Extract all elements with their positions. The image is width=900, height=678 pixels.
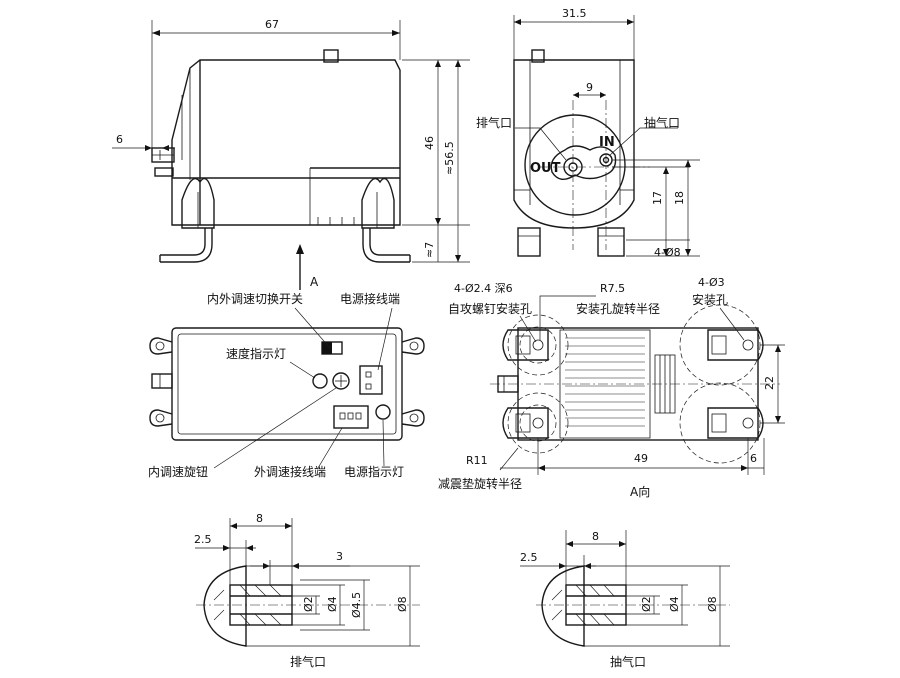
intake-d2: Ø2 [640,596,653,612]
intake-port-label: 抽气口 [644,115,680,130]
ext-terminal-label: 外调速接线端 [254,464,326,479]
in-label: IN [599,135,615,150]
exhaust-d2: Ø2 [302,596,315,612]
intake-dim-2-5: 2.5 [520,551,538,564]
dim-18: 18 [673,191,686,205]
inner-knob-label: 内调速旋钮 [148,464,208,479]
dim-4-phi8: 4-Ø8 [654,246,681,259]
r11-label: R11 [466,454,488,467]
intake-d8: Ø8 [706,596,719,612]
exhaust-title: 排气口 [290,654,326,669]
exhaust-dim-8: 8 [256,512,263,525]
dim-6-a: 6 [750,452,757,465]
view-a-title: A向 [630,484,650,499]
foot-brackets [502,329,764,439]
front-view: 31.5 9 17 18 [476,7,700,259]
intake-d4: Ø4 [668,596,681,612]
dim-22: 22 [763,376,776,390]
exhaust-d8: Ø8 [396,596,409,612]
power-led-label: 电源指示灯 [344,464,404,479]
screw-hole-dim: 4-Ø2.4 深6 [454,282,513,295]
mount-rot-radius-label: 安装孔旋转半径 [576,301,660,316]
damper-radius-label: 减震垫旋转半径 [438,476,522,491]
arrow-a-label: A [310,275,319,289]
exhaust-dim-2-5: 2.5 [194,533,212,546]
power-terminal-label: 电源接线端 [340,291,400,306]
r75-label: R7.5 [600,282,625,295]
exhaust-dim-3: 3 [336,550,343,563]
dim-49: 49 [634,452,648,465]
exhaust-d4: Ø4 [326,596,339,612]
intake-dim-8: 8 [592,530,599,543]
exhaust-d45: Ø4.5 [350,592,363,618]
dim-67: 67 [265,18,279,31]
dim-46: 46 [423,136,436,150]
intake-title: 抽气口 [610,654,646,669]
dim-56-5: ≈56.5 [443,141,456,175]
dim-31-5: 31.5 [562,7,587,20]
out-label: OUT [530,161,561,176]
dim-9: 9 [586,81,593,94]
exhaust-port-label: 排气口 [476,115,512,130]
dim-17: 17 [651,191,664,205]
switch-label: 内外调速切换开关 [207,292,303,306]
top-view: 内外调速切换开关 电源接线端 速度指示灯 内调速旋钮 外调速接线端 电源指示灯 [148,291,425,479]
dim-6: 6 [116,133,123,146]
speed-led-label: 速度指示灯 [226,346,286,361]
dim-7: ≈7 [423,242,436,258]
hole-d3-dim: 4-Ø3 [698,276,725,289]
screw-hole-label: 自攻螺钉安装孔 [448,301,532,316]
intake-detail: 8 2.5 Ø2 Ø4 Ø8 抽气口 [520,530,730,669]
exhaust-detail: 8 2.5 3 Ø2 Ø4 Ø4.5 Ø8 排气口 [194,512,420,669]
side-view: 67 6 [112,18,470,290]
mount-hole-label: 安装孔 [692,292,728,307]
a-view: 4-Ø2.4 深6 自攻螺钉安装孔 R7.5 安装孔旋转半径 4-Ø3 安装孔 … [438,276,785,499]
